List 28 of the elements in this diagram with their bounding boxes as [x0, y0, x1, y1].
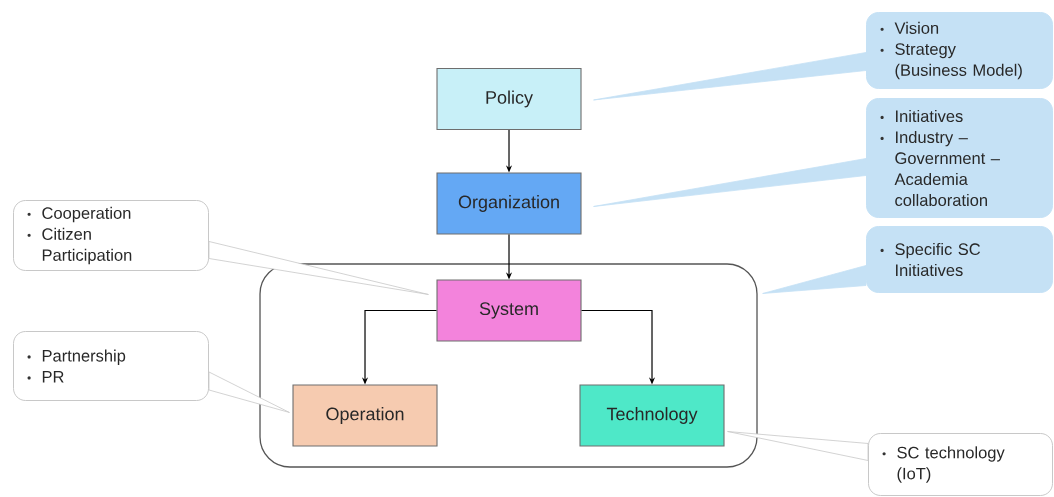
- callout-tail: [208, 371, 290, 413]
- process-box: Policy: [436, 67, 582, 131]
- process-box: Technology: [579, 384, 725, 447]
- callout-box: [866, 12, 1053, 89]
- callout-box: [866, 226, 1053, 293]
- callout-box: [13, 200, 209, 271]
- bullet-item: Strategy (Business Model): [880, 43, 1022, 80]
- callout-tail: [593, 52, 867, 101]
- bullet-item: Partnership: [27, 349, 126, 365]
- bullet-item: Cooperation: [27, 206, 131, 223]
- bullet-item: PR: [27, 371, 64, 383]
- process-box: System: [436, 279, 582, 342]
- bullet-item: Specific SC Initiatives: [880, 242, 981, 277]
- process-box: Organization: [436, 172, 582, 235]
- callout-tail: [727, 431, 869, 461]
- bullet-item: Initiatives: [880, 109, 963, 123]
- callout-box: [868, 433, 1053, 496]
- process-box: Operation: [292, 384, 438, 447]
- callout-box: [866, 98, 1053, 218]
- group-frame: [259, 263, 758, 468]
- callout-box: [13, 331, 209, 401]
- bullet-item: Vision: [880, 21, 939, 34]
- callout-tail: [593, 158, 867, 207]
- callout-tail: [208, 241, 429, 295]
- bullet-item: Industry – Government – Academia collaboration: [880, 130, 1000, 207]
- callout-tail: [762, 265, 867, 294]
- bullet-item: SC technology (IoT): [882, 446, 1005, 483]
- bullet-item: Citizen Participation: [27, 227, 132, 265]
